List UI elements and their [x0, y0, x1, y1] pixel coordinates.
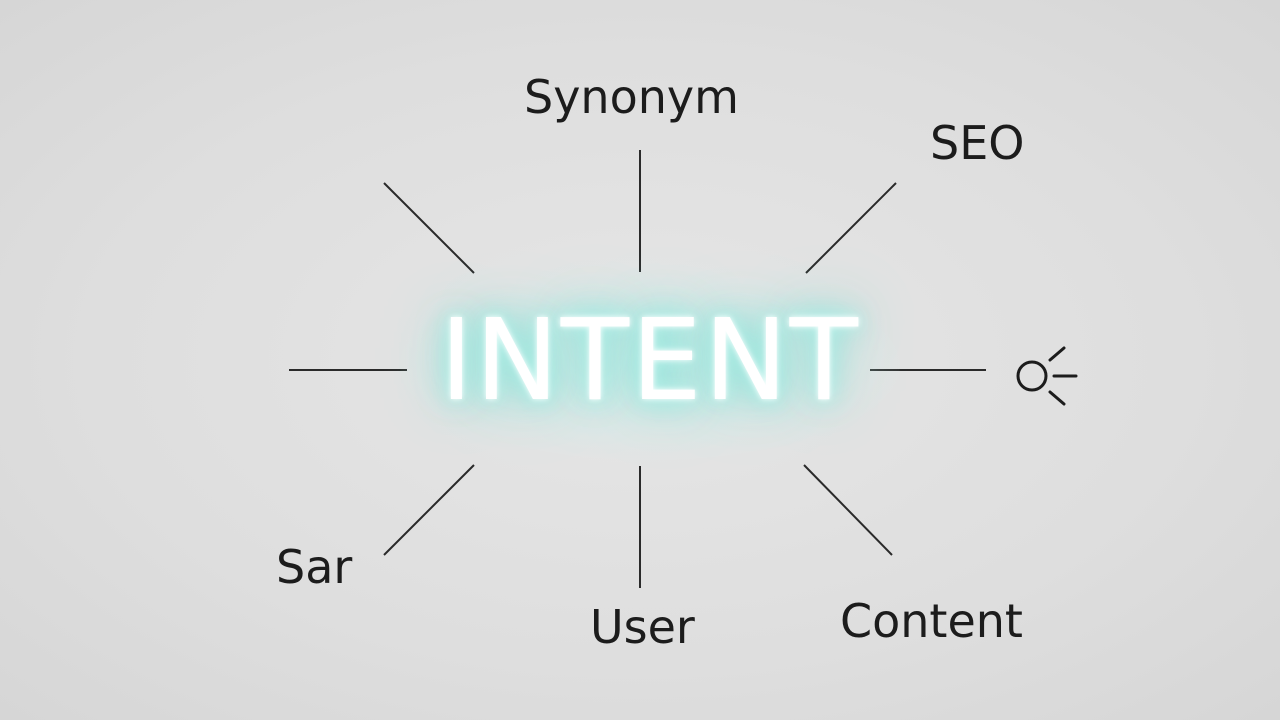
label-sar: Sar: [276, 540, 353, 594]
label-synonym: Synonym: [524, 70, 739, 124]
lightbulb-icon: [1016, 346, 1078, 406]
ray-bottom-right: [803, 464, 893, 556]
label-user: User: [590, 600, 695, 654]
ray-bottom-left: [383, 464, 475, 556]
ray-top-right: [805, 182, 897, 274]
ray-top-left: [383, 182, 475, 274]
center-word-intent: INTENT: [439, 296, 861, 426]
label-seo: SEO: [930, 116, 1025, 170]
label-content: Content: [840, 594, 1023, 648]
center-glow: [400, 270, 900, 460]
